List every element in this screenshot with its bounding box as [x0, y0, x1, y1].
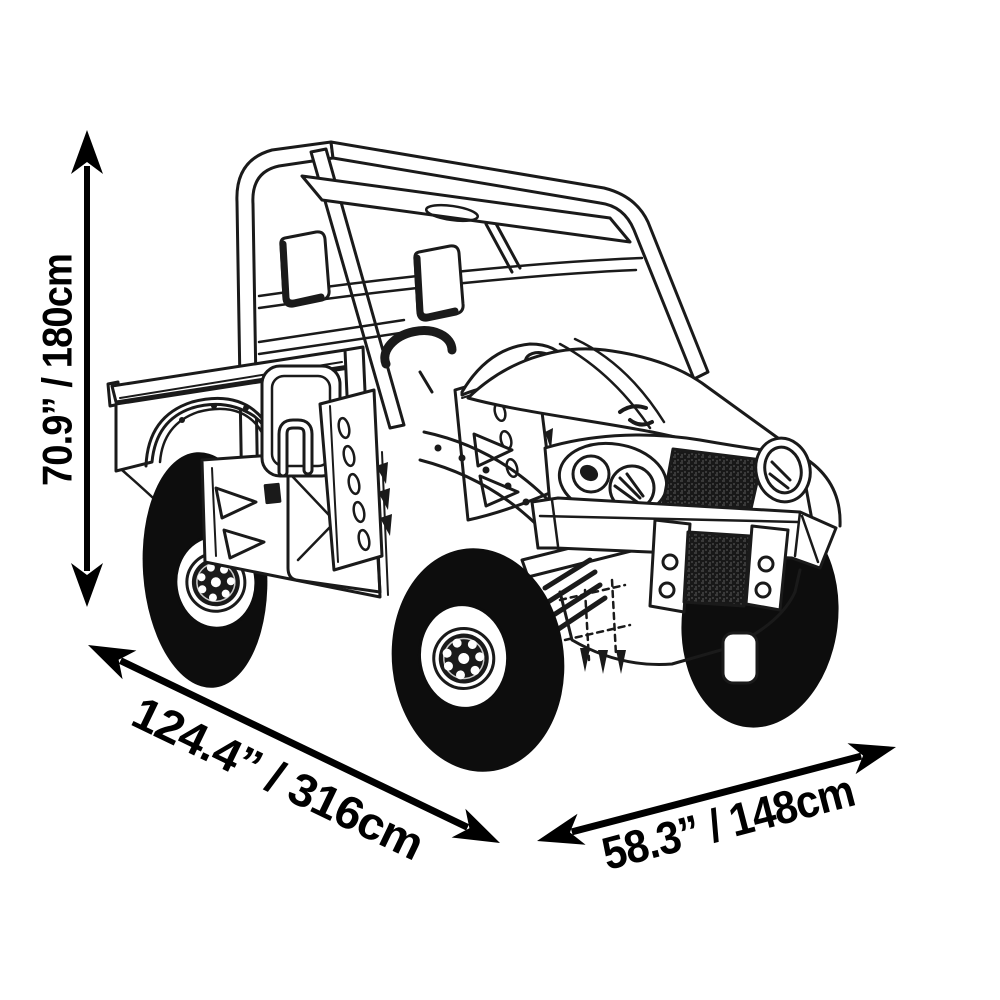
- height-dimension-arrow: [71, 130, 103, 607]
- width-dimension-label: 58.3” / 148cm: [597, 764, 860, 880]
- width-dimension-arrow: [537, 743, 896, 845]
- headrest-right: [413, 244, 465, 322]
- front-left-wheel: [391, 548, 565, 772]
- grab-handle: [277, 418, 314, 478]
- bumper-bolts: [658, 553, 775, 599]
- headlight-right: [754, 436, 812, 504]
- height-dimension-label: 70.9” / 180cm: [34, 254, 81, 486]
- length-dimension-label: 124.4” / 316cm: [124, 686, 431, 870]
- roof-handle-slot: [424, 203, 480, 223]
- rocker-vent: [214, 486, 258, 520]
- vehicle-illustration: [106, 140, 842, 772]
- front-left-fender: [418, 430, 558, 530]
- seat-side-panel: [318, 388, 384, 572]
- brand-logo-mark: [618, 404, 654, 427]
- suspension-detail: [542, 557, 632, 662]
- front-bumper: [530, 496, 838, 614]
- lower-grille: [682, 530, 752, 608]
- hood: [418, 337, 802, 530]
- length-dimension-arrow: [88, 645, 500, 843]
- steering-wheel: [380, 326, 457, 369]
- rocker-vent: [222, 528, 266, 560]
- skid-plate: [558, 568, 802, 685]
- mud-flap: [721, 631, 759, 685]
- headrest-left: [279, 230, 331, 308]
- roof-panel: [300, 174, 632, 244]
